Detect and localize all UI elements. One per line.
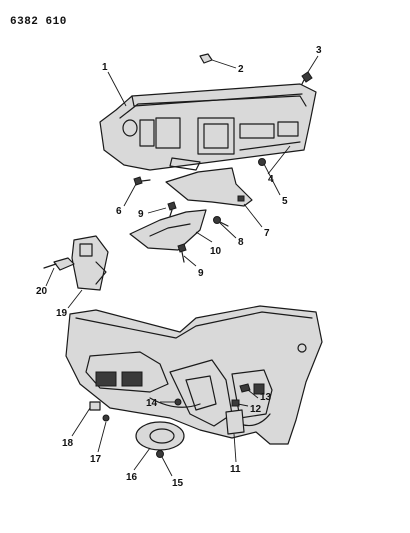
callout-9-lower: 9 (198, 268, 204, 279)
callout-7: 7 (264, 228, 270, 239)
part-7-lower-panel (165, 167, 253, 207)
part-10-column-cover (129, 209, 207, 251)
part-2-clip (199, 53, 213, 64)
callout-12: 12 (250, 404, 262, 415)
callout-19: 19 (56, 308, 68, 319)
callout-2: 2 (238, 64, 244, 75)
leader-lines (45, 55, 319, 477)
instrument-panel-lower (65, 305, 323, 445)
callout-11: 11 (230, 464, 241, 475)
part-4-trim (239, 141, 301, 151)
part-1-cluster-bezel (99, 83, 317, 171)
part-6-screw (133, 176, 151, 186)
part-17-screw (102, 414, 110, 422)
part-12-clip (231, 399, 240, 407)
callout-20: 20 (36, 286, 48, 297)
callout-17: 17 (90, 454, 102, 465)
part-9-screw-lower (177, 243, 187, 263)
callout-9-upper: 9 (138, 209, 144, 220)
callout-18: 18 (62, 438, 74, 449)
callout-labels: 1 2 3 4 5 6 7 8 9 9 10 11 12 13 14 15 16… (36, 45, 322, 489)
part-19-switch-bracket (71, 235, 109, 291)
callout-6: 6 (116, 206, 122, 217)
part-18-clip (89, 401, 101, 411)
callout-4: 4 (268, 174, 274, 185)
part-13-retainer (239, 383, 251, 393)
part-11-bracket (225, 409, 245, 435)
part-9-screw-upper (167, 201, 177, 217)
callout-3: 3 (316, 45, 322, 56)
callout-13: 13 (260, 392, 272, 403)
callout-10: 10 (210, 246, 222, 257)
callout-14: 14 (146, 398, 158, 409)
part-5-nut (258, 158, 266, 166)
part-16-receiver (135, 421, 185, 451)
part-3-screw (299, 71, 313, 89)
callout-1: 1 (102, 62, 108, 73)
document-id: 6382 610 (10, 16, 67, 28)
callout-15: 15 (172, 478, 184, 489)
callout-16: 16 (126, 472, 138, 483)
part-14-screw (174, 398, 182, 406)
callout-8: 8 (238, 237, 244, 248)
part-20-switch (43, 257, 75, 271)
part-8-screw (213, 216, 229, 227)
callout-5: 5 (282, 196, 288, 207)
part-15-nut (156, 450, 164, 458)
